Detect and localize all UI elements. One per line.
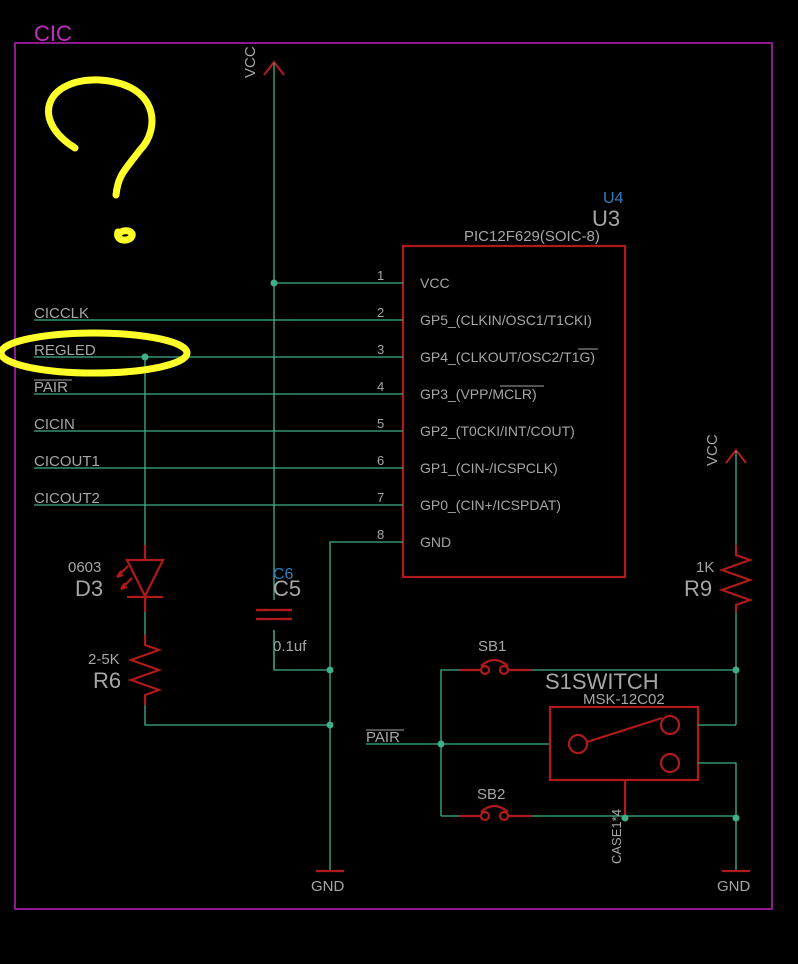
pin-name-2: GP5_(CLKIN/OSC1/T1CKI): [420, 312, 592, 328]
switch-s1-contact-b: [659, 752, 681, 774]
question-mark-annotation: [45, 76, 156, 244]
sb-left-wire: [440, 669, 460, 816]
cap-ref-alt: C6: [273, 566, 294, 583]
resistor-r6: [127, 635, 163, 705]
ic-ref-alt: U4: [603, 190, 624, 207]
junction-vcc-pin1: [270, 279, 278, 287]
switch-case-label: CASE1*4: [609, 809, 624, 864]
net-label-regled: REGLED: [34, 342, 96, 359]
pin-num-6: 6: [377, 453, 384, 468]
switch-sb2: [460, 804, 532, 822]
r6-value: 2-5K: [88, 651, 120, 668]
junction-r6-gnd: [326, 721, 334, 729]
pin8-wire: [329, 541, 403, 870]
led-package: 0603: [68, 559, 101, 576]
switch-value: MSK-12C02: [583, 691, 665, 708]
gnd-label-right: GND: [717, 878, 751, 895]
net-label-cicclk: CICCLK: [34, 305, 89, 322]
gnd-label-mid: GND: [311, 878, 345, 895]
pair-net-label-right: PAIR: [366, 729, 400, 746]
ic-ref: U3: [592, 206, 620, 231]
pin-name-4: GP3_(VPP/MCLR): [420, 386, 537, 402]
pin-num-3: 3: [377, 342, 384, 357]
vcc-symbol-right: [725, 448, 747, 464]
switch-sb1: [460, 658, 532, 676]
pin-num-4: 4: [377, 379, 384, 394]
pin-name-1: VCC: [420, 275, 450, 291]
resistor-r9: [718, 545, 754, 612]
ic-body: [401, 244, 627, 579]
junction-sb2-gnd: [732, 814, 740, 822]
r9-ref: R9: [684, 576, 712, 601]
ic-value: PIC12F629(SOIC-8): [464, 228, 600, 245]
pin-name-7: GP0_(CIN+/ICSPDAT): [420, 497, 561, 513]
pin-num-8: 8: [377, 527, 384, 542]
net-label-cicout2: CICOUT2: [34, 490, 100, 507]
junction-cap-gnd: [326, 666, 334, 674]
vcc-label-left: VCC: [242, 46, 259, 78]
switch-s1-contact-a: [659, 714, 681, 736]
cap-value: 0.1uf: [273, 638, 307, 655]
pin-num-1: 1: [377, 268, 384, 283]
net-label-cicin: CICIN: [34, 416, 75, 433]
pin-name-3: GP4_(CLKOUT/OSC2/T1G): [420, 349, 595, 365]
pin-name-8: GND: [420, 534, 451, 550]
led-d3: [116, 545, 165, 612]
r9-value: 1K: [696, 559, 714, 576]
switch-ref: S1SWITCH: [545, 669, 659, 694]
pin-name-5: GP2_(T0CKI/INT/COUT): [420, 423, 575, 439]
vcc-label-right: VCC: [704, 434, 721, 466]
sheet-title: CIC: [34, 21, 72, 46]
net-label-cicout1: CICOUT1: [34, 453, 100, 470]
switch-s1-lever: [586, 716, 663, 744]
led-ref: D3: [75, 576, 103, 601]
switch-s1-common: [567, 733, 589, 755]
cap-ref: C5: [273, 576, 301, 601]
junction-case: [621, 814, 629, 822]
vcc-symbol-left: [263, 60, 285, 668]
cap-gnd-wire: [273, 630, 330, 671]
regled-highlight-ellipse: [0, 329, 191, 377]
pin-num-2: 2: [377, 305, 384, 320]
switch-b-gnd-wire: [698, 762, 737, 870]
sb1-label: SB1: [478, 638, 506, 655]
r6-ref: R6: [93, 668, 121, 693]
pin-num-7: 7: [377, 490, 384, 505]
pin-name-6: GP1_(CIN-/ICSPCLK): [420, 460, 558, 476]
net-label-pair: PAIR: [34, 379, 68, 396]
cap-gap: [268, 600, 280, 630]
r6-gnd-wire: [144, 705, 330, 726]
sb2-label: SB2: [477, 786, 505, 803]
sheet-frame: [14, 42, 773, 910]
pin-num-5: 5: [377, 416, 384, 431]
